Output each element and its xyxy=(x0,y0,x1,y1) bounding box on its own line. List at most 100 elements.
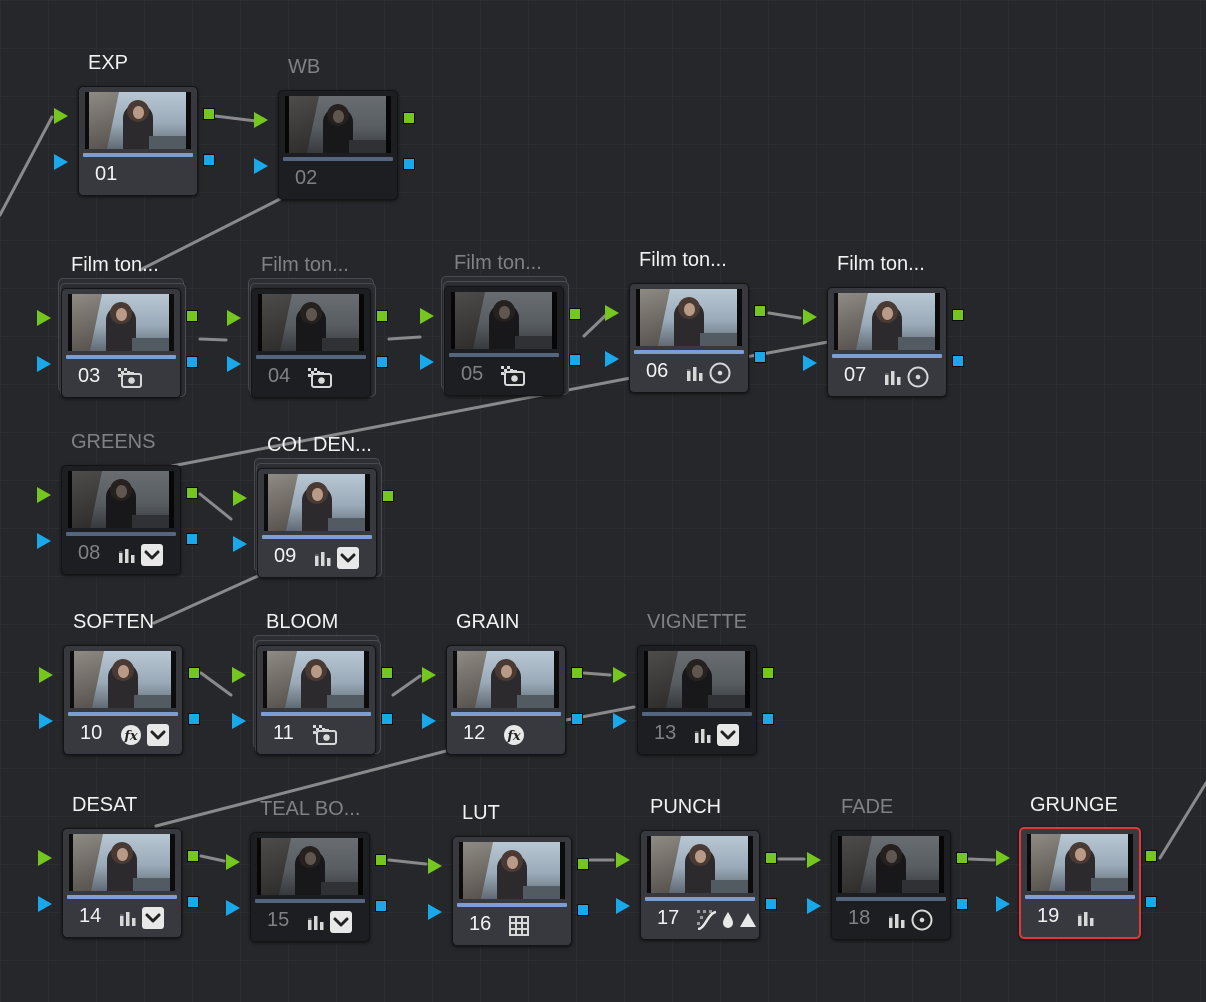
rgb-input-port[interactable] xyxy=(613,667,627,683)
rgb-input-port[interactable] xyxy=(605,305,619,321)
rgb-input-port[interactable] xyxy=(37,487,51,503)
rgb-input-port[interactable] xyxy=(54,108,68,124)
rgb-output-port[interactable] xyxy=(382,490,394,502)
alpha-input-port[interactable] xyxy=(613,713,627,729)
alpha-input-port[interactable] xyxy=(803,355,817,371)
alpha-output-port[interactable] xyxy=(956,898,968,910)
rgb-input-port[interactable] xyxy=(38,850,52,866)
rgb-output-port[interactable] xyxy=(571,667,583,679)
rgb-output-port[interactable] xyxy=(186,310,198,322)
alpha-output-port[interactable] xyxy=(571,713,583,725)
alpha-input-port[interactable] xyxy=(996,896,1010,912)
rgb-input-port[interactable] xyxy=(422,667,436,683)
node-body[interactable]: 19 xyxy=(1019,827,1141,939)
rgb-output-port[interactable] xyxy=(403,112,415,124)
rgb-output-port[interactable] xyxy=(956,852,968,864)
alpha-input-port[interactable] xyxy=(422,713,436,729)
alpha-input-port[interactable] xyxy=(37,533,51,549)
node-body[interactable]: 06 xyxy=(629,283,749,393)
alpha-input-port[interactable] xyxy=(233,536,247,552)
rgb-input-port[interactable] xyxy=(39,667,53,683)
node-15[interactable]: TEAL BO... 15 xyxy=(226,798,387,942)
alpha-output-port[interactable] xyxy=(577,904,589,916)
rgb-output-port[interactable] xyxy=(762,667,774,679)
node-body[interactable]: 13 xyxy=(637,645,757,755)
alpha-input-port[interactable] xyxy=(807,898,821,914)
rgb-output-port[interactable] xyxy=(186,487,198,499)
alpha-output-port[interactable] xyxy=(188,713,200,725)
node-body[interactable]: 01 xyxy=(78,86,198,196)
node-14[interactable]: DESAT 14 xyxy=(38,794,199,938)
alpha-input-port[interactable] xyxy=(420,354,434,370)
rgb-input-port[interactable] xyxy=(254,112,268,128)
alpha-input-port[interactable] xyxy=(227,356,241,372)
node-body[interactable]: 04 xyxy=(251,288,371,398)
rgb-output-port[interactable] xyxy=(203,108,215,120)
node-06[interactable]: Film ton... 06 xyxy=(605,249,766,393)
rgb-output-port[interactable] xyxy=(187,850,199,862)
alpha-input-port[interactable] xyxy=(54,154,68,170)
rgb-output-port[interactable] xyxy=(569,308,581,320)
rgb-output-port[interactable] xyxy=(952,309,964,321)
rgb-input-port[interactable] xyxy=(428,858,442,874)
alpha-output-port[interactable] xyxy=(203,154,215,166)
rgb-output-port[interactable] xyxy=(376,310,388,322)
alpha-output-port[interactable] xyxy=(381,713,393,725)
node-10[interactable]: SOFTEN 10 fx xyxy=(39,611,200,755)
node-18[interactable]: FADE 18 xyxy=(807,796,968,940)
node-body[interactable]: 07 xyxy=(827,287,947,397)
alpha-output-port[interactable] xyxy=(765,898,777,910)
node-03[interactable]: Film ton... 03 xyxy=(37,254,198,398)
node-body[interactable]: 17 xyxy=(640,830,760,940)
node-16[interactable]: LUT 16 xyxy=(428,802,589,946)
node-19[interactable]: GRUNGE 19 xyxy=(996,794,1157,939)
node-04[interactable]: Film ton... 04 xyxy=(227,254,388,398)
node-body[interactable]: 10 fx xyxy=(63,645,183,755)
rgb-input-port[interactable] xyxy=(807,852,821,868)
rgb-output-port[interactable] xyxy=(381,667,393,679)
alpha-output-port[interactable] xyxy=(952,355,964,367)
alpha-output-port[interactable] xyxy=(376,356,388,368)
rgb-input-port[interactable] xyxy=(996,850,1010,866)
node-body[interactable]: 18 xyxy=(831,830,951,940)
alpha-input-port[interactable] xyxy=(38,896,52,912)
alpha-input-port[interactable] xyxy=(254,158,268,174)
rgb-output-port[interactable] xyxy=(1145,850,1157,862)
rgb-input-port[interactable] xyxy=(420,308,434,324)
node-05[interactable]: Film ton... 05 xyxy=(420,252,581,396)
alpha-input-port[interactable] xyxy=(39,713,53,729)
node-body[interactable]: 09 xyxy=(257,468,377,578)
rgb-input-port[interactable] xyxy=(37,310,51,326)
rgb-output-port[interactable] xyxy=(188,667,200,679)
node-13[interactable]: VIGNETTE 13 xyxy=(613,611,774,755)
node-body[interactable]: 16 xyxy=(452,836,572,946)
rgb-input-port[interactable] xyxy=(803,309,817,325)
rgb-output-port[interactable] xyxy=(375,854,387,866)
alpha-input-port[interactable] xyxy=(428,904,442,920)
alpha-output-port[interactable] xyxy=(186,533,198,545)
node-09[interactable]: COL DEN... 09 xyxy=(233,434,394,578)
rgb-output-port[interactable] xyxy=(765,852,777,864)
alpha-input-port[interactable] xyxy=(37,356,51,372)
alpha-output-port[interactable] xyxy=(186,356,198,368)
alpha-output-port[interactable] xyxy=(375,900,387,912)
alpha-input-port[interactable] xyxy=(616,898,630,914)
alpha-output-port[interactable] xyxy=(569,354,581,366)
alpha-input-port[interactable] xyxy=(605,351,619,367)
node-body[interactable]: 08 xyxy=(61,465,181,575)
rgb-output-port[interactable] xyxy=(577,858,589,870)
node-17[interactable]: PUNCH 17 xyxy=(616,796,777,940)
node-body[interactable]: 02 xyxy=(278,90,398,200)
node-body[interactable]: 12 fx xyxy=(446,645,566,755)
node-08[interactable]: GREENS 08 xyxy=(37,431,198,575)
node-07[interactable]: Film ton... 07 xyxy=(803,253,964,397)
rgb-input-port[interactable] xyxy=(616,852,630,868)
node-01[interactable]: EXP 01 xyxy=(54,52,215,196)
node-body[interactable]: 15 xyxy=(250,832,370,942)
alpha-input-port[interactable] xyxy=(226,900,240,916)
node-body[interactable]: 14 xyxy=(62,828,182,938)
alpha-output-port[interactable] xyxy=(403,158,415,170)
node-02[interactable]: WB 02 xyxy=(254,56,415,200)
rgb-input-port[interactable] xyxy=(232,667,246,683)
alpha-output-port[interactable] xyxy=(1145,896,1157,908)
